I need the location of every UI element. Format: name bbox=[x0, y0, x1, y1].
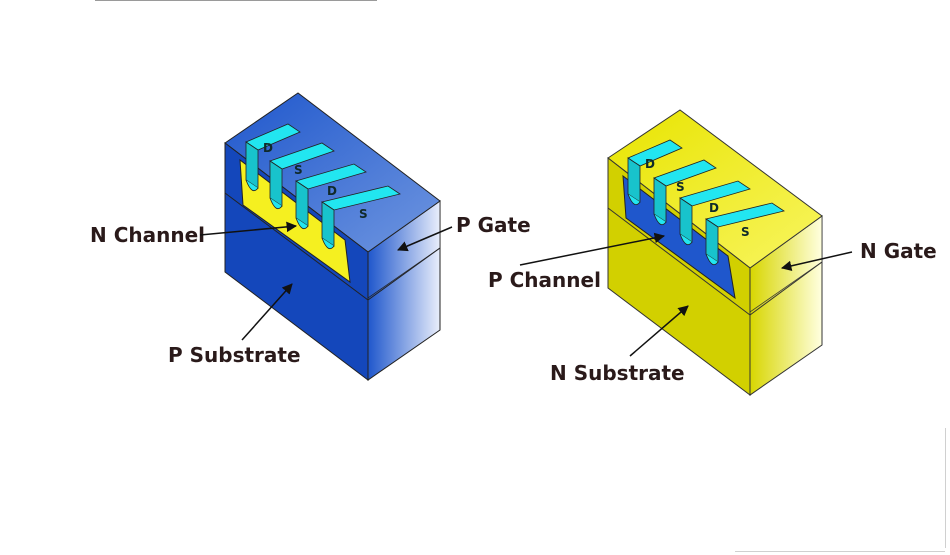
left-fins bbox=[245, 123, 401, 250]
left-substrate-arrow bbox=[241, 283, 293, 341]
right-region-label-4: S bbox=[741, 225, 750, 239]
right-region-label-3: D bbox=[709, 201, 719, 215]
right-layer-line bbox=[607, 207, 751, 316]
right-substrate-label: N Substrate bbox=[550, 361, 685, 385]
left-region-label-4: S bbox=[359, 207, 368, 221]
left-channel-arrow bbox=[199, 221, 298, 236]
right-channel-arrow bbox=[519, 232, 666, 266]
top-rule bbox=[95, 0, 377, 1]
left-channel-region bbox=[239, 158, 351, 284]
left-layer-line bbox=[224, 192, 369, 301]
left-device: D S D S N Channel P Gate P Substrate bbox=[90, 92, 531, 382]
left-channel-label: N Channel bbox=[90, 223, 205, 247]
right-gate-arrow bbox=[780, 251, 853, 272]
left-region-label-1: D bbox=[263, 141, 273, 155]
right-fins bbox=[627, 139, 785, 266]
right-device: D S D S P Channel N Gate N Substrate bbox=[488, 109, 937, 397]
left-region-label-2: S bbox=[294, 163, 303, 177]
left-substrate-label: P Substrate bbox=[168, 343, 301, 367]
left-region-label-3: D bbox=[327, 184, 337, 198]
left-gate-label: P Gate bbox=[456, 213, 531, 237]
right-edge-rule bbox=[945, 428, 946, 548]
right-region-label-1: D bbox=[645, 157, 655, 171]
right-gate-label: N Gate bbox=[860, 239, 937, 263]
right-substrate-arrow bbox=[629, 305, 689, 357]
right-channel-label: P Channel bbox=[488, 268, 601, 292]
left-gate-arrow bbox=[397, 226, 453, 252]
right-channel-region bbox=[622, 174, 736, 300]
bottom-edge-rule bbox=[735, 551, 945, 552]
right-region-label-2: S bbox=[676, 180, 685, 194]
